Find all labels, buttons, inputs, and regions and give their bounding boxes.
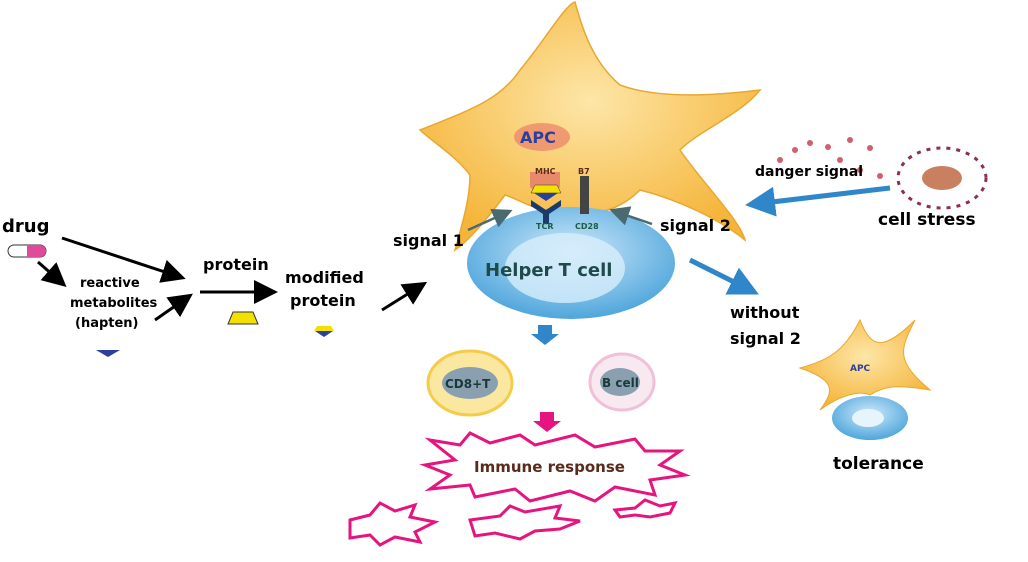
without-signal2-label: without signal 2 [730, 303, 805, 348]
apc-cell [418, 1, 762, 252]
protein-label: protein [203, 255, 269, 274]
drug-label: drug [2, 216, 49, 237]
mhc-label: MHC [535, 167, 556, 176]
cell-stress-label: cell stress [878, 210, 976, 230]
cd28-label: CD28 [575, 222, 599, 231]
danger-signal-label: danger signal [755, 164, 863, 180]
reactive-metabolites-label: reactive metabolites (hapten) [70, 276, 162, 331]
tcr-label: TCR [536, 222, 554, 231]
helper-t-label: Helper T cell [485, 260, 612, 281]
tcr-icon [531, 200, 561, 224]
danger-signal-dots [777, 137, 883, 179]
immune-response-bursts [348, 431, 691, 547]
tolerance-label: tolerance [833, 454, 924, 474]
hapten-protein-icon [530, 184, 562, 194]
apc-label: APC [520, 128, 556, 147]
hapten-icon [96, 350, 120, 357]
b7-cd28-icon [580, 176, 589, 214]
cd8-label: CD8+T [445, 377, 491, 391]
small-apc-cell [798, 318, 932, 411]
apc-nucleus [514, 123, 570, 151]
signal1-label: signal 1 [393, 231, 464, 250]
b7-label: B7 [578, 167, 590, 176]
modified-protein-label: modified protein [285, 268, 369, 310]
signal2-label: signal 2 [660, 216, 731, 235]
modified-protein-icon [315, 331, 333, 337]
bcell-label: B cell [602, 376, 639, 390]
down-arrow-blue [531, 325, 559, 345]
down-arrow-pink [533, 412, 561, 432]
small-apc-label: APC [850, 364, 871, 374]
protein-icon [227, 311, 259, 325]
immune-response-label: Immune response [474, 458, 625, 476]
